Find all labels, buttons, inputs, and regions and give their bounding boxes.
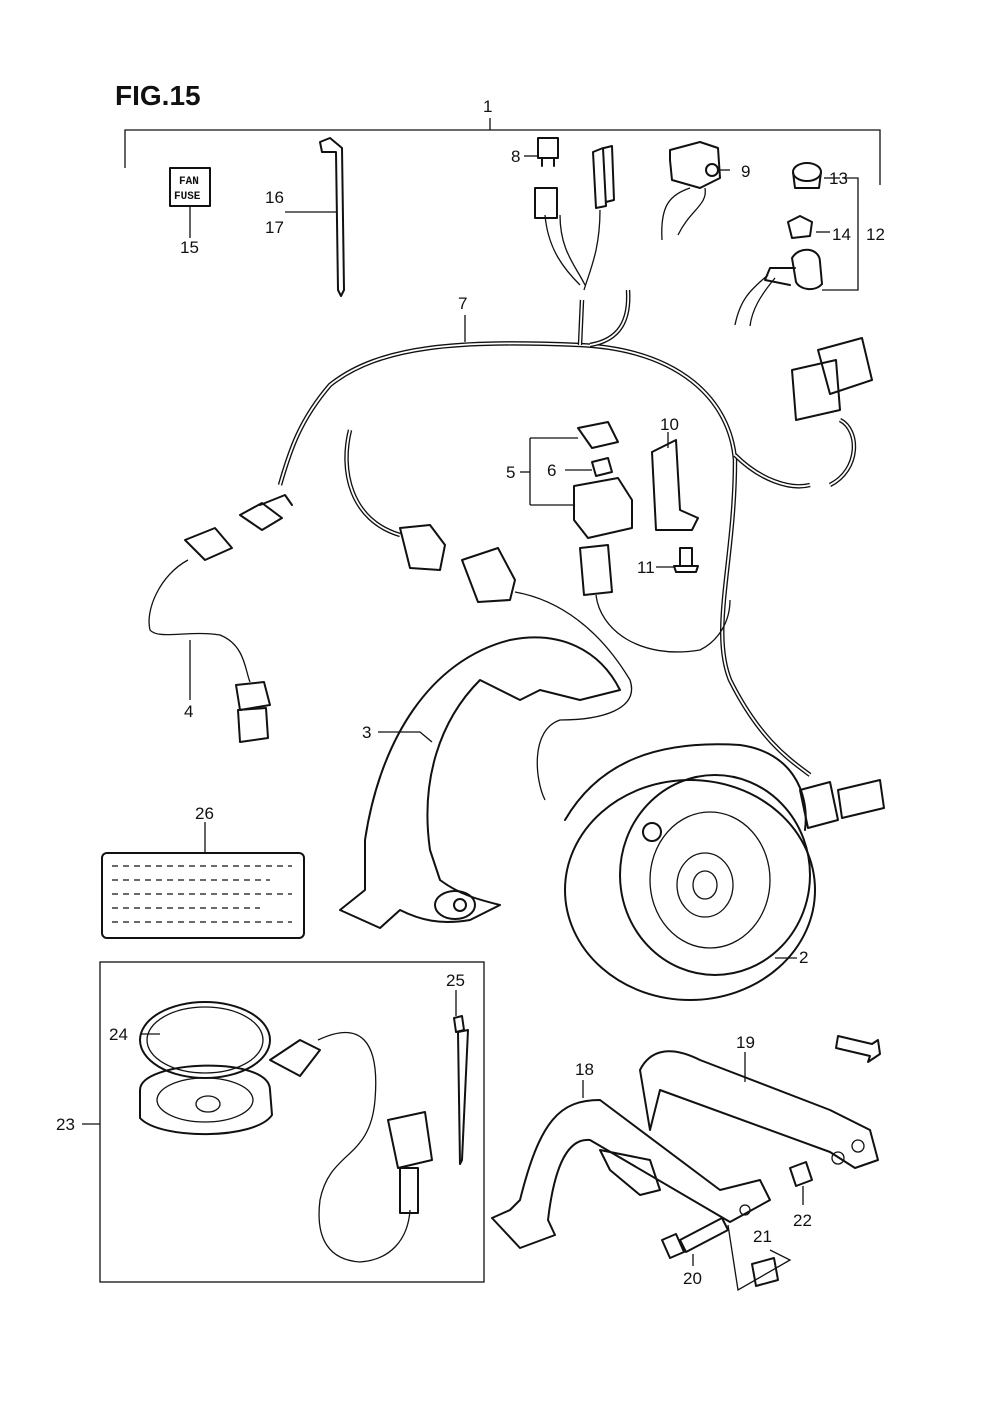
thermo-switch-part <box>148 527 271 743</box>
fuse-label-line1: FAN <box>179 176 199 188</box>
callout-24: 24 <box>109 1025 128 1044</box>
clamp-part <box>453 990 469 1165</box>
callout-10: 10 <box>660 415 679 434</box>
callout-14: 14 <box>832 225 851 244</box>
forward-label: FWD <box>843 1042 860 1052</box>
fan-motor-part <box>564 743 816 1001</box>
bolt-part <box>661 1217 729 1266</box>
figure-title: FIG.15 <box>115 80 201 111</box>
callout-17: 17 <box>265 218 284 237</box>
callout-22: 22 <box>793 1211 812 1230</box>
callout-20: 20 <box>683 1269 702 1288</box>
fan-thermo-sensor-part <box>139 1001 433 1263</box>
nut-part <box>789 1161 813 1205</box>
callout-12: 12 <box>866 225 885 244</box>
callout-18: 18 <box>575 1060 594 1079</box>
callout-4: 4 <box>184 702 193 721</box>
relay-part <box>520 421 731 653</box>
assembly-bracket <box>124 118 881 185</box>
harness-connector-right <box>791 337 885 829</box>
harness-connector-middle <box>399 524 633 801</box>
fan-fuse-label-part: FAN FUSE <box>169 167 211 238</box>
fuse-part <box>524 137 615 219</box>
harness-connector-left <box>239 494 293 531</box>
callout-15: 15 <box>180 238 199 257</box>
callout-23: 23 <box>56 1115 75 1134</box>
relay-bracket-part <box>651 432 699 573</box>
callout-6: 6 <box>547 461 556 480</box>
indicator-lamp-part <box>734 162 859 327</box>
callout-26: 26 <box>195 804 214 823</box>
callout-19: 19 <box>736 1033 755 1052</box>
fuse-label-line2: FUSE <box>174 191 201 203</box>
callout-3: 3 <box>362 723 371 742</box>
callout-25: 25 <box>446 971 465 990</box>
callout-8: 8 <box>511 147 520 166</box>
kit-box <box>82 961 485 1283</box>
cable-tie-part <box>285 137 345 297</box>
callout-13: 13 <box>829 169 848 188</box>
callout-5: 5 <box>506 463 515 482</box>
wire-harness-part <box>277 209 857 777</box>
fuse-holder-part <box>661 141 730 241</box>
callout-labels: 1 2 3 4 5 6 7 8 9 10 11 12 13 14 15 16 1… <box>56 97 885 1288</box>
caution-label-part <box>101 822 305 939</box>
callout-1: 1 <box>483 97 492 116</box>
callout-21: 21 <box>753 1227 772 1246</box>
fan-bracket-part <box>491 1050 879 1249</box>
callout-7: 7 <box>458 294 467 313</box>
callout-16: 16 <box>265 188 284 207</box>
callout-11: 11 <box>637 558 655 577</box>
collar-part <box>727 1224 792 1292</box>
forward-arrow: FWD <box>835 1035 881 1063</box>
fan-shroud-part <box>339 636 621 929</box>
callout-9: 9 <box>741 162 750 181</box>
callout-2: 2 <box>799 948 808 967</box>
